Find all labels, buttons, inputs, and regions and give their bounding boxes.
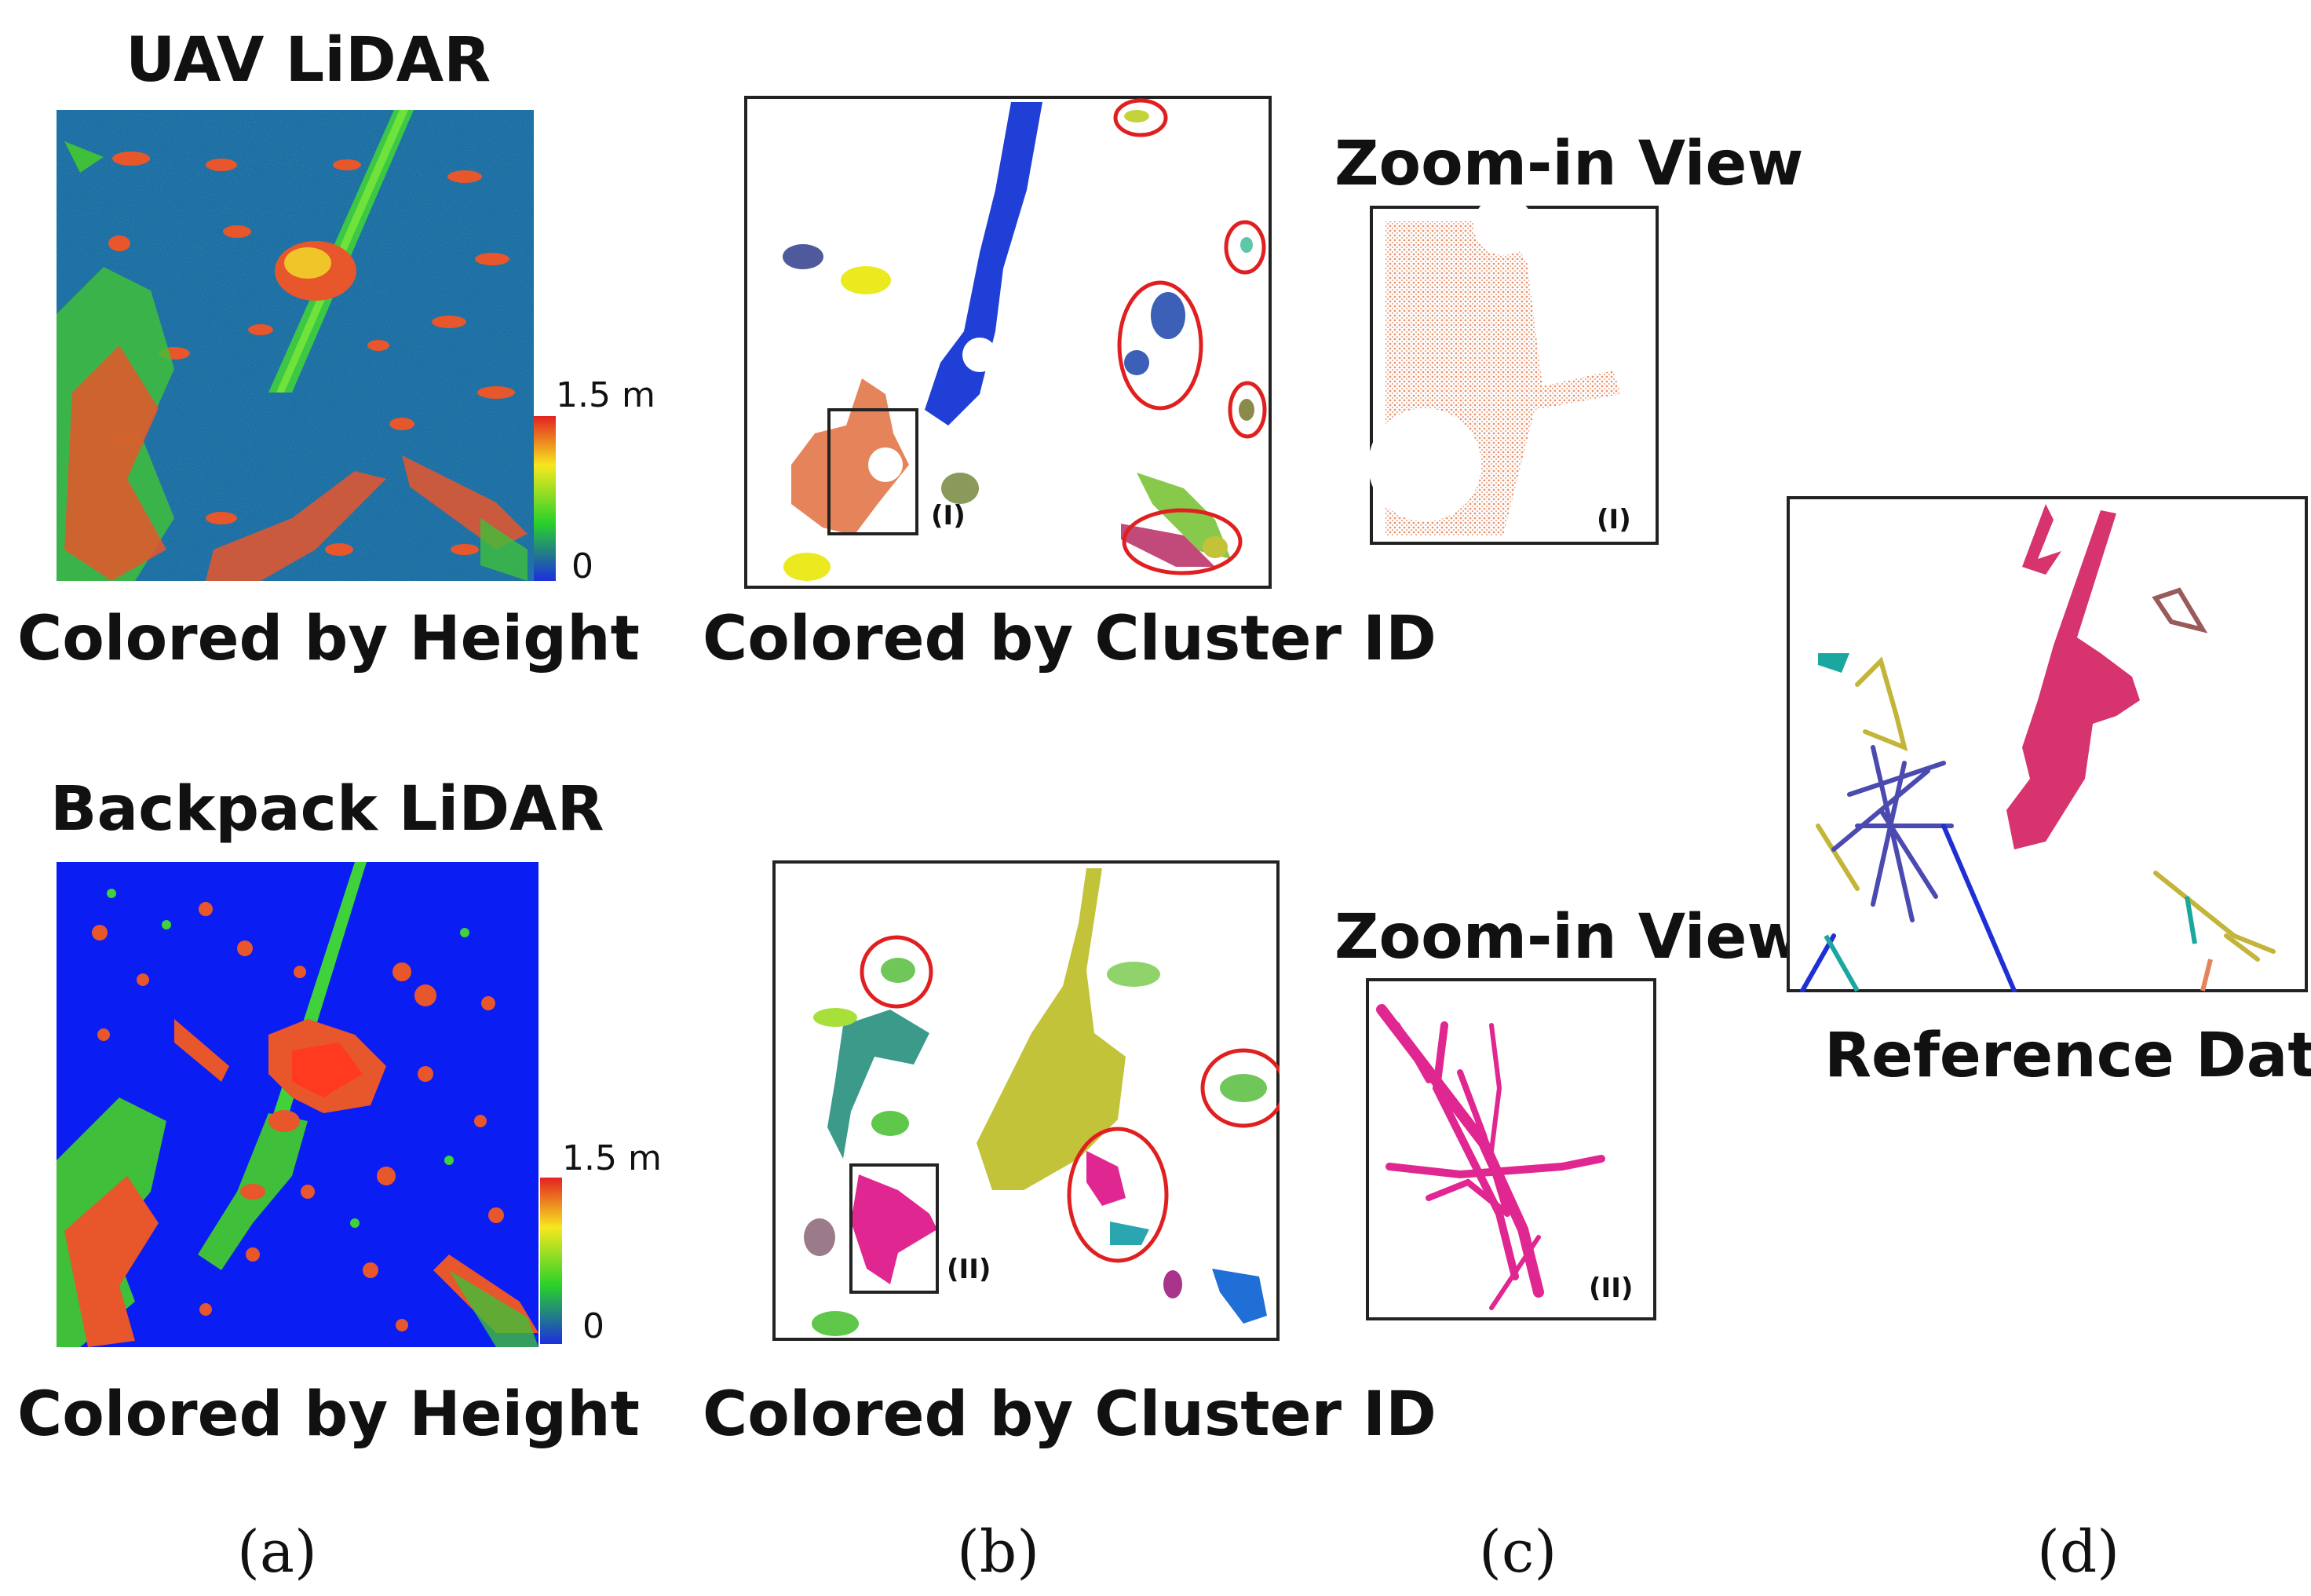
backpack-height-map xyxy=(57,862,539,1347)
uav-zoom-title: Zoom-in View xyxy=(1334,129,1804,199)
uav-cluster-map xyxy=(744,96,1272,589)
backpack-cluster-map xyxy=(772,860,1280,1341)
uav-zoom-view xyxy=(1370,206,1659,545)
uav-zoom-region-tag: (I) xyxy=(931,500,966,531)
subfigure-label-c: (c) xyxy=(1479,1518,1557,1586)
backpack-scale-max-label: 1.5 m xyxy=(562,1138,662,1178)
backpack-zoom-view xyxy=(1366,978,1656,1320)
backpack-height-caption: Colored by Height xyxy=(17,1379,640,1450)
backpack-zoom-title: Zoom-in View xyxy=(1334,902,1804,973)
backpack-scale-min-label: 0 xyxy=(582,1306,604,1346)
uav-scale-min-label: 0 xyxy=(571,546,593,586)
uav-height-scale-bar xyxy=(534,416,556,581)
backpack-zoom-view-tag: (II) xyxy=(1589,1273,1634,1304)
uav-cluster-caption: Colored by Cluster ID xyxy=(703,604,1437,674)
reference-data-map xyxy=(1787,496,2308,992)
uav-height-caption: Colored by Height xyxy=(17,604,640,674)
uav-lidar-title: UAV LiDAR xyxy=(126,25,491,96)
backpack-cluster-caption: Colored by Cluster ID xyxy=(703,1379,1437,1450)
backpack-height-scale-bar xyxy=(540,1178,562,1344)
uav-height-map xyxy=(57,110,534,581)
subfigure-label-b: (b) xyxy=(957,1518,1040,1586)
reference-data-caption: Reference Data xyxy=(1824,1021,2311,1091)
backpack-zoom-region-tag: (II) xyxy=(947,1254,991,1285)
uav-zoom-view-tag: (I) xyxy=(1597,504,1631,535)
subfigure-label-a: (a) xyxy=(237,1518,317,1586)
backpack-lidar-title: Backpack LiDAR xyxy=(50,774,604,845)
subfigure-label-d: (d) xyxy=(2037,1518,2120,1586)
uav-scale-max-label: 1.5 m xyxy=(556,375,655,415)
